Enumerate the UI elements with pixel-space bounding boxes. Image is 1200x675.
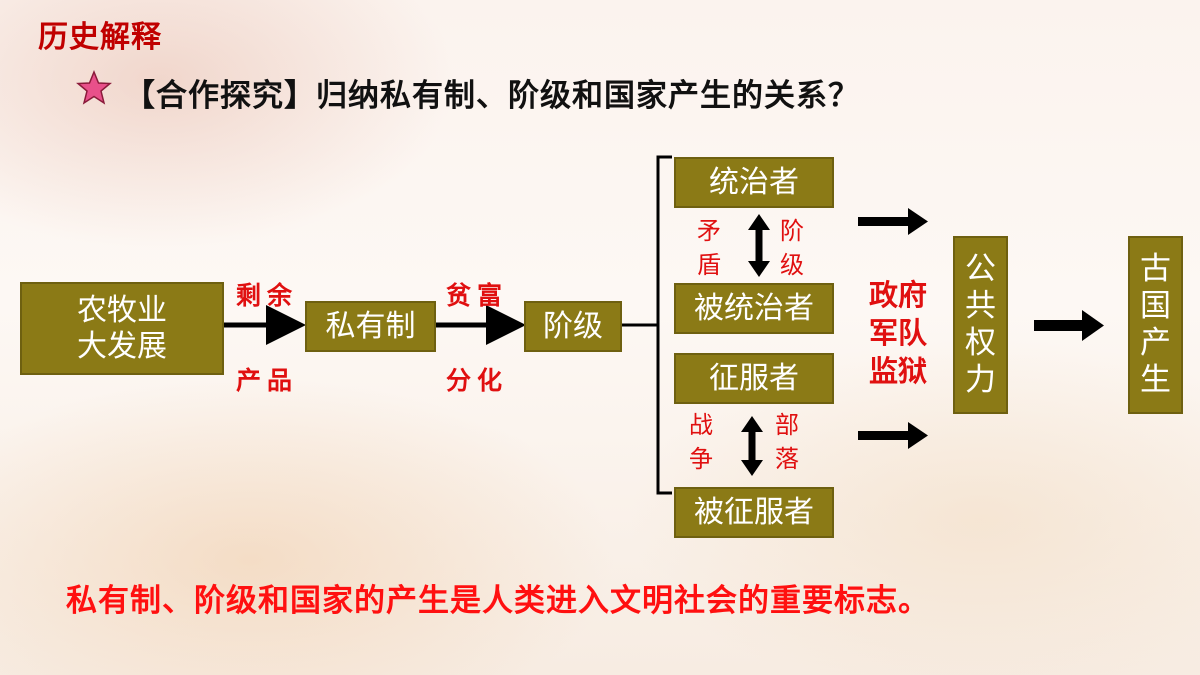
public-power-char-2: 共 [965, 287, 996, 324]
label-contradiction: 矛 盾 [694, 214, 724, 282]
label-war: 战 争 [686, 408, 716, 476]
label-surplus-bottom: 产品 [236, 366, 299, 395]
ruler-box: 统治者 [674, 157, 834, 208]
label-prison: 监狱 [868, 354, 927, 388]
conclusion-text: 私有制、阶级和国家的产生是人类进入文明社会的重要标志。 [66, 583, 930, 619]
arrow-to-public-power-bottom [858, 422, 928, 449]
public-power-char-4: 力 [965, 362, 996, 399]
private-ownership-box: 私有制 [305, 301, 436, 352]
state-char-2: 国 [1140, 287, 1171, 324]
agri-line-1: 农牧业 [77, 292, 167, 328]
label-tribe-2: 落 [775, 445, 799, 473]
label-wealth-top: 贫富 [446, 281, 509, 310]
double-arrow-ruler-ruled [748, 214, 770, 277]
double-arrow-conqueror-conquered [741, 416, 763, 476]
label-surplus-top: 剩余 [236, 281, 299, 310]
label-government-apparatus: 政府 军队 监狱 [862, 276, 934, 390]
label-government: 政府 [868, 278, 927, 312]
state-char-4: 生 [1140, 362, 1171, 399]
public-power-box: 公 共 权 力 [953, 236, 1008, 414]
state-char-3: 产 [1140, 325, 1171, 361]
section-title: 历史解释 [38, 20, 162, 55]
agri-line-2: 大发展 [77, 328, 167, 364]
label-war-1: 战 [689, 411, 713, 439]
label-class-conflict-2: 级 [780, 251, 804, 279]
label-war-2: 争 [689, 445, 713, 473]
label-army: 军队 [868, 316, 927, 350]
conqueror-box: 征服者 [674, 353, 834, 404]
ruled-box: 被统治者 [674, 283, 834, 334]
label-tribe-1: 部 [775, 411, 799, 439]
label-contradiction-2: 盾 [697, 251, 721, 279]
arrow-to-public-power-top [858, 208, 928, 235]
class-box: 阶级 [524, 301, 622, 352]
agri-development-box: 农牧业 大发展 [20, 282, 224, 375]
public-power-char-1: 公 [965, 250, 996, 287]
star-icon [76, 70, 112, 105]
bracket [656, 155, 672, 495]
conquered-box: 被征服者 [674, 487, 834, 538]
label-wealth-bottom: 分化 [446, 366, 509, 395]
label-class-conflict: 阶 级 [777, 214, 807, 282]
arrow-public-power-to-state [1034, 310, 1104, 341]
state-formation-box: 古 国 产 生 [1128, 236, 1183, 414]
label-class-conflict-1: 阶 [780, 217, 804, 245]
question-heading: 【合作探究】归纳私有制、阶级和国家产生的关系？ [124, 78, 860, 114]
label-tribe: 部 落 [772, 408, 802, 476]
public-power-char-3: 权 [965, 325, 996, 361]
state-char-1: 古 [1140, 250, 1171, 287]
label-contradiction-1: 矛 [697, 217, 721, 245]
